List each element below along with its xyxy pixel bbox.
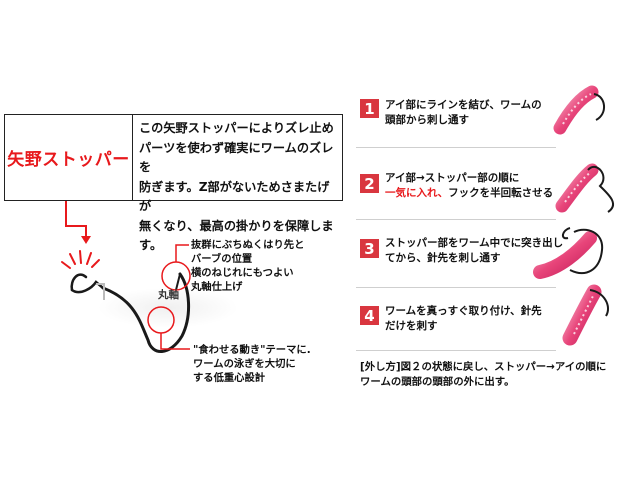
product-name: 矢野ストッパー — [5, 115, 133, 200]
point-annotation: 抜群にぶちぬくはり先と バーブの位置 横のねじれにもつよい 丸軸仕上げ — [191, 238, 304, 294]
step-divider — [356, 287, 556, 288]
step-2-text: アイ部→ストッパー部の順に 一気に入れ、フックを半回転させる — [385, 171, 553, 201]
step-number-3: 3 — [360, 239, 379, 258]
removal-instructions: [外し方]図２の状態に戻し、ストッパー→アイの順に ワームの頭部の頭部の外に出す… — [360, 360, 622, 390]
annotation-line: 横のねじれにもつよい — [191, 267, 294, 279]
step-3-text: ストッパー部をワーム中でに突き出し てから、針先を刺し通す — [385, 236, 563, 266]
step2-image — [555, 163, 614, 213]
step-4-text: ワームを真っすぐ取り付け、針先 だけを刺す — [385, 304, 542, 334]
description-line: 無くなり、最高の掛かりを保障します。 — [139, 218, 334, 253]
removal-line: [外し方]図２の状態に戻し、ストッパー→アイの順に — [360, 361, 607, 373]
step-line: 一気に入れ、フックを半回転させる — [385, 186, 553, 201]
step3-image — [533, 227, 604, 279]
description-line: 防ぎます。Z部がないためさまたげが — [139, 179, 330, 214]
balance-annotation: "食わせる動き"テーマに. ワームの泳ぎを大切に する低重心設計 — [193, 343, 311, 385]
leader-line-bottom — [160, 333, 190, 350]
product-description: この矢野ストッパーによりズレ止め パーツを使わず確実にワームのズレを 防ぎます。… — [133, 115, 342, 252]
annotation-line: 抜群にぶちぬくはり先と — [191, 239, 305, 251]
step1-image — [553, 85, 605, 135]
step-number-4: 4 — [360, 306, 379, 325]
step-divider — [356, 350, 556, 351]
step-number-2: 2 — [360, 174, 379, 193]
point-highlight-circle — [161, 261, 191, 291]
pointer-arrowhead — [81, 236, 91, 244]
step-divider — [356, 147, 556, 148]
stopper-bend — [96, 283, 105, 300]
step-number-1: 1 — [360, 99, 379, 118]
step-1-text: アイ部にラインを結び、ワームの 頭部から刺し通す — [385, 98, 542, 128]
step-line: ストッパー部をワーム中でに突き出し — [385, 237, 564, 249]
step-highlight: 一気に入れ、 — [385, 187, 449, 199]
description-line: この矢野ストッパーによりズレ止め — [139, 121, 334, 135]
pointer-arrow — [65, 201, 87, 238]
background-smudge — [98, 288, 238, 328]
hook-shape — [70, 272, 191, 353]
step-divider — [356, 219, 556, 220]
annotation-line: "食わせる動き"テーマに. — [193, 344, 311, 356]
annotation-line: 丸軸仕上げ — [191, 281, 243, 293]
step-line: だけを刺す — [385, 320, 438, 332]
step-line: アイ部にラインを結び、ワームの — [385, 99, 542, 111]
leader-line-top — [175, 244, 189, 262]
step-line: アイ部→ストッパー部の順に — [385, 172, 520, 184]
product-name-box: 矢野ストッパー この矢野ストッパーによりズレ止め パーツを使わず確実にワームのズ… — [4, 114, 343, 252]
description-line: パーツを使わず確実にワームのズレを — [139, 140, 334, 175]
removal-line: ワームの頭部の頭部の外に出す。 — [360, 376, 515, 388]
step-line: ワームを真っすぐ取り付け、針先 — [385, 305, 542, 317]
annotation-line: する低重心設計 — [193, 372, 266, 384]
spark-lines — [61, 250, 100, 269]
annotation-line: バーブの位置 — [191, 253, 253, 265]
annotation-line: ワームの泳ぎを大切に — [193, 358, 296, 370]
step4-image — [562, 284, 609, 346]
step-line-rest: フックを半回転させる — [448, 187, 554, 199]
step-line: 頭部から刺し通す — [385, 114, 469, 126]
shaft-label: 丸軸 — [158, 289, 179, 301]
step-line: てから、針先を刺し通す — [385, 252, 501, 264]
